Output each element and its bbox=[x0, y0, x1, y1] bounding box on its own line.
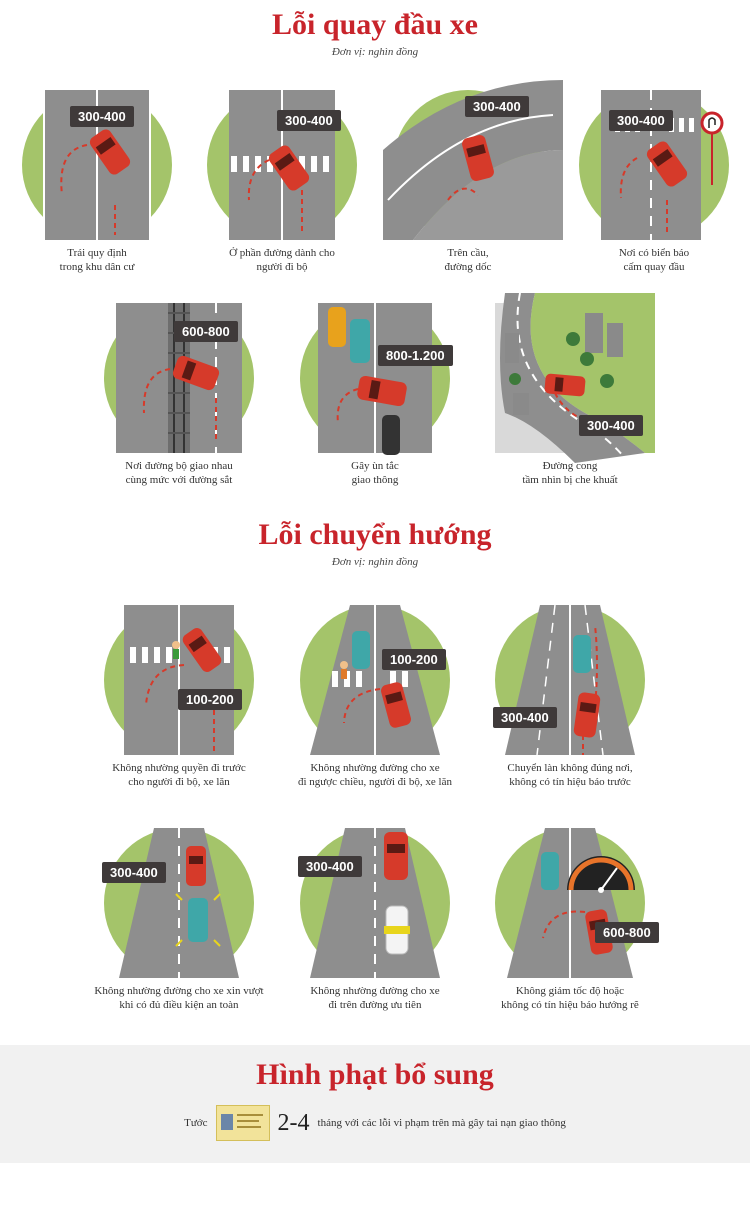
car-icon bbox=[541, 852, 559, 890]
road-illustration bbox=[495, 292, 655, 463]
fine-badge: 600-800 bbox=[595, 922, 659, 943]
car-icon bbox=[382, 415, 400, 455]
illustration-circle: 300-400 bbox=[579, 90, 729, 240]
illustration-circle: 800-1.200 bbox=[300, 303, 453, 455]
fine-badge: 300-400 bbox=[70, 106, 134, 127]
caption: Nơi có biển báo cấm quay đầu bbox=[618, 247, 690, 273]
turning-item-pedestrian-priority: 100-200 Không nhường quyền đi trước cho … bbox=[79, 605, 279, 789]
road-illustration bbox=[310, 828, 440, 978]
turning-item-oncoming: 100-200 Không nhường đường cho xe đi ngư… bbox=[275, 605, 475, 789]
turning-item-overtake: 300-400 Không nhường đường cho xe xin vư… bbox=[79, 828, 279, 1012]
illustration-circle: 100-200 bbox=[300, 605, 450, 755]
caption: Nơi đường bộ giao nhau cùng mức với đườn… bbox=[125, 460, 233, 486]
fine-badge: 100-200 bbox=[178, 689, 242, 710]
car-icon bbox=[357, 375, 407, 407]
car-icon bbox=[188, 898, 208, 942]
car-icon bbox=[384, 832, 408, 880]
illustration-circle: 300-400 bbox=[493, 604, 645, 756]
fine-badge: 600-800 bbox=[174, 321, 238, 342]
fine-badge: 300-400 bbox=[493, 707, 557, 728]
car-icon bbox=[268, 145, 310, 191]
penalty-row: Tước 2-4 tháng với các lỗi vi phạm trên … bbox=[0, 1103, 750, 1143]
car-icon bbox=[186, 846, 206, 886]
section-title-turning: Lỗi chuyển hướng bbox=[258, 518, 492, 551]
illustration-circle: 300-400 bbox=[22, 90, 172, 240]
illustration-circle: 300-400 bbox=[207, 90, 357, 240]
speedometer-icon bbox=[567, 856, 635, 893]
car-icon bbox=[646, 141, 688, 187]
turning-item-priority-road: 300-400 Không nhường đường cho xe đi trê… bbox=[275, 828, 475, 1012]
fine-badge: 300-400 bbox=[298, 856, 362, 877]
road-illustration bbox=[383, 80, 563, 240]
car-icon bbox=[352, 631, 370, 669]
uturn-item-congestion: 800-1.200 Gây ùn tắc giao thông bbox=[275, 303, 475, 487]
fine-badge: 300-400 bbox=[609, 110, 673, 131]
uturn-item-bridge: 300-400 Trên cầu, đường dốc bbox=[368, 80, 568, 274]
caption: Không nhường quyền đi trước cho người đi… bbox=[112, 762, 246, 788]
car-icon bbox=[544, 373, 586, 397]
driver-license-icon bbox=[215, 1105, 270, 1141]
caption: Ở phần đường dành cho người đi bộ bbox=[229, 247, 335, 273]
car-icon bbox=[89, 129, 131, 175]
car-icon bbox=[462, 134, 494, 182]
caption: Không giảm tốc độ hoặc không có tín hiệu… bbox=[501, 985, 639, 1011]
fine-badge: 300-400 bbox=[465, 96, 529, 117]
fine-badge: 300-400 bbox=[579, 415, 643, 436]
car-icon bbox=[172, 355, 220, 391]
road-illustration bbox=[505, 604, 635, 756]
fine-badge: 300-400 bbox=[102, 862, 166, 883]
turning-item-speed: 600-800 Không giảm tốc độ hoặc không có … bbox=[470, 828, 670, 1012]
pedestrian-icon bbox=[340, 661, 348, 669]
caption: Gây ùn tắc giao thông bbox=[351, 460, 399, 486]
caption: Không nhường đường cho xe xin vượt khi c… bbox=[94, 985, 264, 1011]
caption: Trên cầu, đường dốc bbox=[444, 247, 492, 273]
illustration-circle: 300-400 bbox=[495, 292, 655, 463]
additional-penalty-panel bbox=[0, 1045, 750, 1163]
car-icon bbox=[573, 635, 591, 673]
road-illustration bbox=[119, 828, 239, 978]
uturn-item-curve: 300-400 Đường cong tầm nhìn bị che khuất bbox=[470, 292, 670, 487]
uturn-item-railway: 600-800 Nơi đường bộ giao nhau cùng mức … bbox=[79, 303, 279, 487]
turning-item-lane-change: 300-400 Chuyển làn không đúng nơi, không… bbox=[470, 604, 670, 789]
no-uturn-sign-icon bbox=[700, 111, 724, 135]
caption: Không nhường đường cho xe đi ngược chiều… bbox=[298, 762, 452, 788]
road-illustration bbox=[318, 303, 432, 455]
uturn-item-no-uturn-sign: 300-400 Nơi có biển báo cấm quay đầu bbox=[554, 90, 754, 274]
car-icon bbox=[182, 628, 222, 672]
penalty-prefix: Tước bbox=[184, 1117, 208, 1129]
illustration-circle: 300-400 bbox=[102, 828, 254, 978]
caption: Không nhường đường cho xe đi trên đường … bbox=[310, 985, 440, 1011]
illustration-circle: 600-800 bbox=[104, 303, 254, 453]
car-icon bbox=[381, 682, 411, 728]
illustration-circle: 100-200 bbox=[104, 605, 254, 755]
uturn-item-residential: 300-400 Trái quy định trong khu dân cư bbox=[0, 90, 197, 274]
fine-badge: 300-400 bbox=[277, 110, 341, 131]
penalty-suffix: tháng với các lỗi vi phạm trên mà gây ta… bbox=[317, 1117, 566, 1129]
uturn-item-pedestrian: 300-400 Ở phần đường dành cho người đi b… bbox=[182, 90, 382, 274]
car-icon bbox=[350, 319, 370, 363]
road-illustration bbox=[507, 828, 635, 978]
section-title-uturn: Lỗi quay đầu xe bbox=[272, 8, 478, 41]
fine-badge: 800-1.200 bbox=[378, 345, 453, 366]
fine-badge: 100-200 bbox=[382, 649, 446, 670]
illustration-circle: 300-400 bbox=[383, 80, 563, 240]
car-icon bbox=[573, 692, 601, 738]
road-illustration bbox=[124, 605, 234, 755]
unit-label-turning: Đơn vị: nghìn đồng bbox=[331, 556, 419, 568]
penalty-months: 2-4 bbox=[277, 1109, 310, 1136]
road-illustration bbox=[310, 605, 440, 755]
illustration-circle: 600-800 bbox=[495, 828, 659, 978]
pedestrian-icon bbox=[172, 641, 180, 649]
unit-label-uturn: Đơn vị: nghìn đồng bbox=[331, 46, 419, 58]
section-title-additional: Hình phạt bổ sung bbox=[256, 1058, 494, 1091]
caption: Trái quy định trong khu dân cư bbox=[59, 247, 135, 273]
car-icon bbox=[328, 307, 346, 347]
caption: Đường cong tầm nhìn bị che khuất bbox=[522, 460, 618, 486]
caption: Chuyển làn không đúng nơi, không có tín … bbox=[507, 762, 633, 788]
illustration-circle: 300-400 bbox=[298, 828, 450, 978]
